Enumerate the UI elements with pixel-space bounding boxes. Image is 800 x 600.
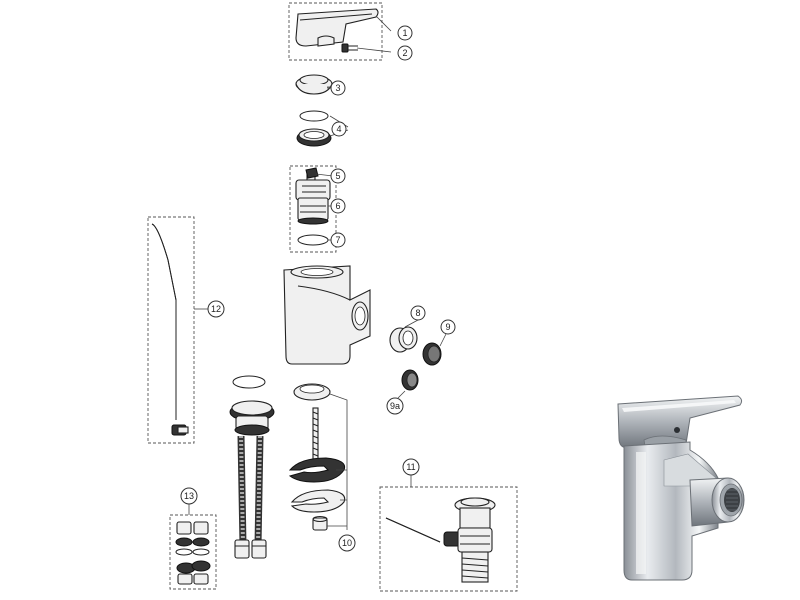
svg-text:1: 1 <box>402 28 407 38</box>
callout-12: 12 <box>207 300 225 318</box>
svg-text:8: 8 <box>415 308 420 318</box>
svg-text:12: 12 <box>211 304 221 314</box>
base-gasket <box>232 375 266 389</box>
callout-7: 7 <box>330 232 346 248</box>
callout-13: 13 <box>180 487 198 505</box>
cartridge-group-box <box>289 165 337 253</box>
callout-5: 5 <box>330 168 346 184</box>
svg-text:11: 11 <box>406 462 415 472</box>
connectors-group-box <box>169 514 217 590</box>
aerator-adapter <box>389 326 418 353</box>
connector-set <box>175 521 211 585</box>
cover-ring <box>295 74 333 95</box>
cartridge <box>295 167 331 225</box>
svg-text:6: 6 <box>335 201 340 211</box>
screw <box>341 43 358 53</box>
callout-8: 8 <box>410 305 426 321</box>
svg-text:2: 2 <box>402 48 407 58</box>
svg-text:4: 4 <box>336 124 341 134</box>
mixer-body <box>283 265 371 365</box>
svg-text:5: 5 <box>335 171 340 181</box>
svg-text:3: 3 <box>335 83 340 93</box>
svg-text:7: 7 <box>335 235 340 245</box>
aerator-insert <box>401 369 419 391</box>
horseshoe-washer <box>288 457 346 483</box>
svg-text:13: 13 <box>184 491 194 501</box>
waste-group-box <box>379 486 518 592</box>
aerator <box>422 342 442 366</box>
fixing-ring <box>293 383 331 401</box>
flexible-hoses <box>234 435 267 559</box>
callout-1: 1 <box>397 25 413 41</box>
pop-up-waste <box>385 497 496 583</box>
threaded-stud <box>312 407 319 465</box>
horseshoe-plate <box>290 489 346 513</box>
o-ring <box>299 110 329 122</box>
lever-handle <box>295 8 379 47</box>
seal-ring <box>297 234 329 246</box>
callout-11: 11 <box>402 458 420 476</box>
callout-2: 2 <box>397 45 413 61</box>
fixing-nut <box>312 516 328 531</box>
callout-6: 6 <box>330 198 346 214</box>
handle-group-box <box>288 2 383 61</box>
svg-text:9: 9 <box>445 322 450 332</box>
callout-9a: 9a <box>386 397 404 415</box>
callout-9: 9 <box>440 319 456 335</box>
pull-rod-group-box <box>147 216 195 444</box>
svg-text:10: 10 <box>342 538 352 548</box>
callout-10: 10 <box>338 534 356 552</box>
callout-4: 4 <box>331 121 347 137</box>
svg-text:9a: 9a <box>390 401 400 411</box>
pull-rod <box>151 223 189 436</box>
callout-3: 3 <box>330 80 346 96</box>
product-photo-bidet-mixer <box>617 395 745 581</box>
retaining-nut <box>296 128 332 147</box>
base-plate <box>229 400 275 436</box>
